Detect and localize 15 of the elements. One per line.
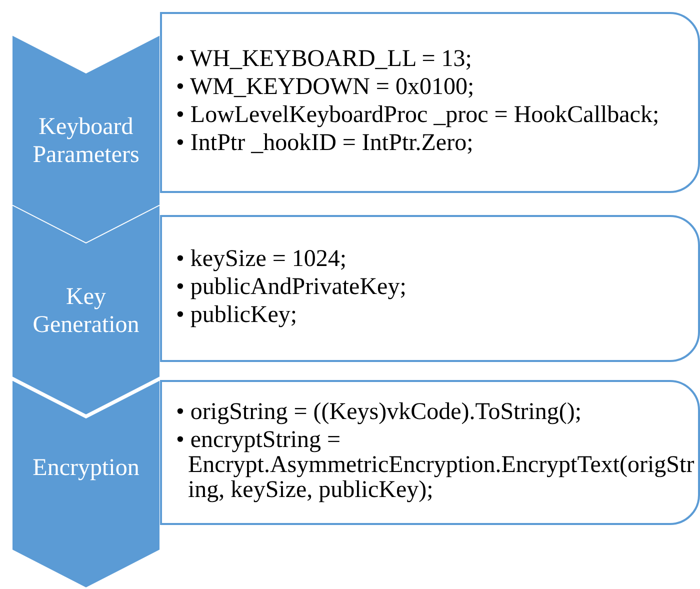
stage-label: Encryption (32, 454, 140, 482)
code-line: • IntPtr _hookID = IntPtr.Zero; (176, 130, 474, 156)
content-box (160, 12, 700, 193)
code-line: • LowLevelKeyboardProc _proc = HookCallback; (176, 102, 660, 128)
code-line: • WM_KEYDOWN = 0x0100; (176, 74, 476, 100)
stage-label: Keyboard Parameters (32, 113, 140, 169)
content-box (160, 380, 700, 525)
content-box (160, 215, 700, 362)
code-line: • WH_KEYBOARD_LL = 13; (176, 46, 473, 72)
code-line: • publicKey; (176, 302, 298, 328)
stage-label: Key Generation (32, 283, 140, 339)
code-line: • encryptString = Encrypt.AsymmetricEncryption.EncryptText(origString, keySize, publicKey); (176, 428, 696, 502)
code-line: • keySize = 1024; (176, 246, 348, 272)
code-line: • origString = ((Keys)vkCode).ToString(); (176, 400, 583, 424)
code-line: • publicAndPrivateKey; (176, 274, 408, 300)
